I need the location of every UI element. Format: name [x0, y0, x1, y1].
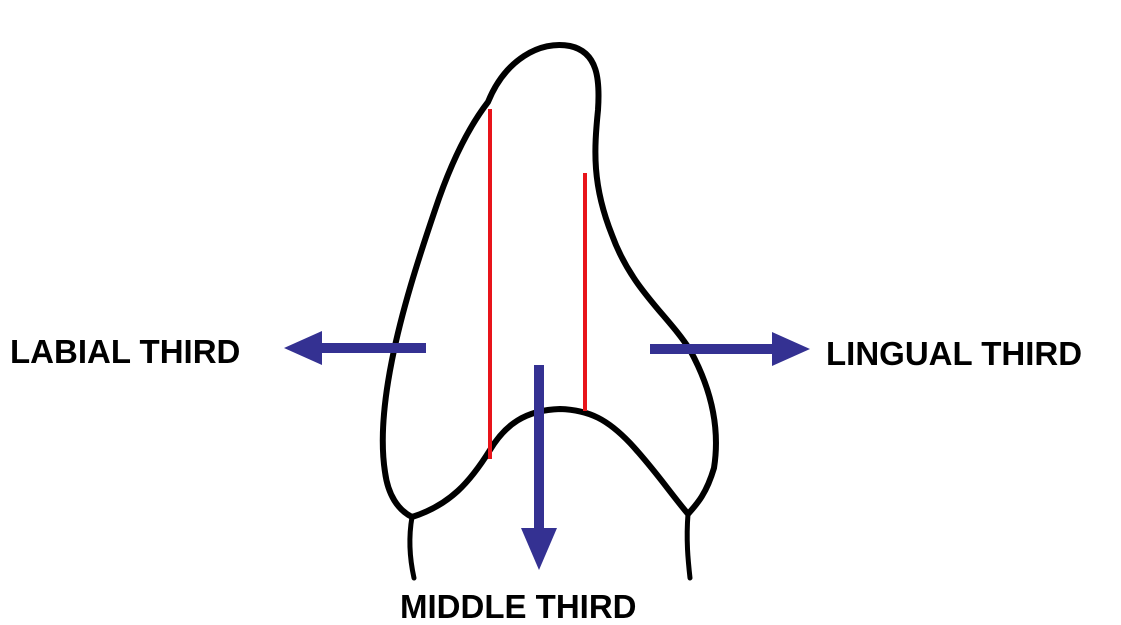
middle-third-label: MIDDLE THIRD — [400, 588, 637, 625]
middle-arrow — [521, 365, 557, 570]
lingual-arrow — [650, 332, 810, 366]
labial-third-label: LABIAL THIRD — [10, 333, 241, 370]
root-line-labial — [407, 514, 417, 581]
tooth-crown-outline — [379, 42, 719, 520]
lingual-third-label: LINGUAL THIRD — [826, 335, 1083, 372]
root-line-lingual — [684, 511, 693, 581]
labial-arrow — [284, 331, 426, 365]
